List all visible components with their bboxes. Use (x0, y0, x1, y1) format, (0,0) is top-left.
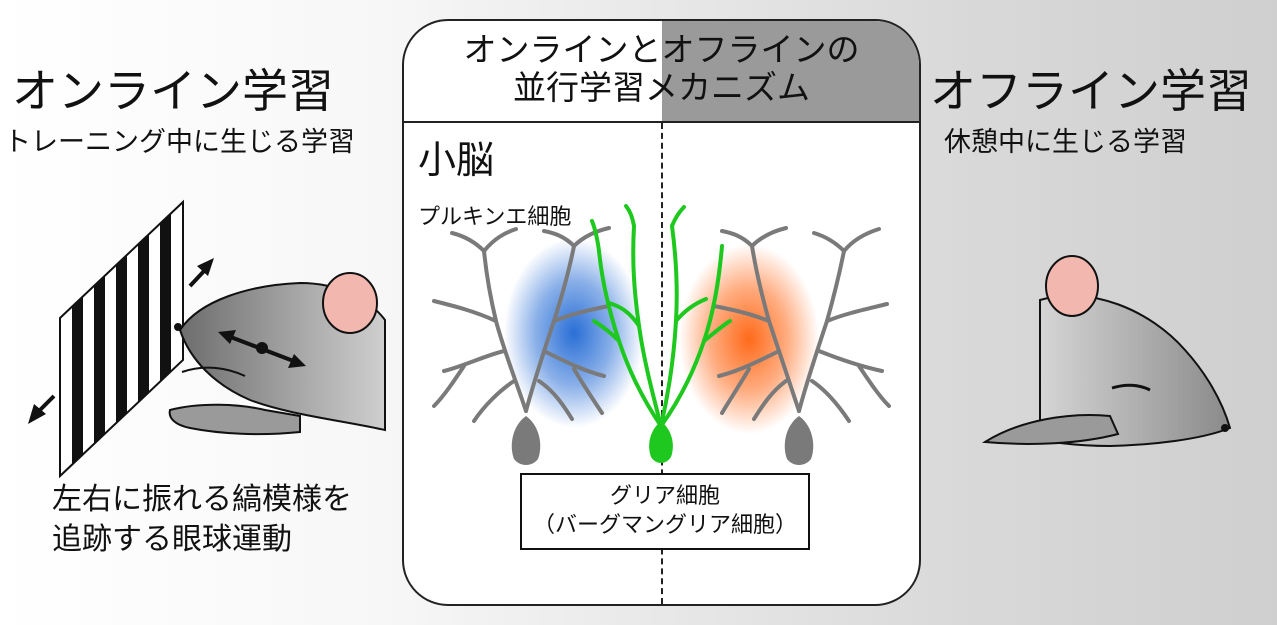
purkinje-soma-left (511, 416, 541, 465)
striped-pattern-screen (59, 199, 184, 479)
online-offline-divider (661, 123, 663, 604)
right-mouse (981, 255, 1232, 448)
mechanism-panel: オンラインとオフラインの 並行学習メカニズム (402, 19, 921, 606)
purkinje-cell-label: プルキンエ細胞 (418, 205, 572, 230)
offline-learning-title: オフライン学習 (930, 64, 1252, 118)
purkinje-soma-right (784, 416, 814, 465)
online-learning-title: オンライン学習 (12, 64, 334, 118)
cerebellum-illustration (432, 204, 891, 465)
left-mouse (168, 272, 386, 436)
online-activity-glow (504, 238, 644, 428)
purkinje-cell-right (712, 226, 891, 423)
stripe-motion-arrows (28, 258, 214, 424)
eye-movement-task-description: 左右に振れる縞模様を 追跡する眼球運動 (52, 482, 352, 557)
offline-learning-subtitle: 休憩中に生じる学習 (944, 127, 1187, 158)
panel-title: オンラインとオフラインの 並行学習メカニズム (463, 30, 860, 107)
offline-header-shade (662, 21, 919, 121)
glia-cell-label-box: グリア細胞 （バーグマングリア細胞） (520, 473, 810, 550)
header-divider (404, 121, 919, 123)
offline-activity-glow (679, 244, 819, 434)
purkinje-cell-left (432, 226, 611, 423)
cerebellum-label: 小脳 (418, 138, 495, 182)
online-learning-subtitle: トレーニング中に生じる学習 (4, 127, 355, 158)
bergmann-glia (590, 204, 732, 428)
glia-soma (649, 421, 673, 463)
